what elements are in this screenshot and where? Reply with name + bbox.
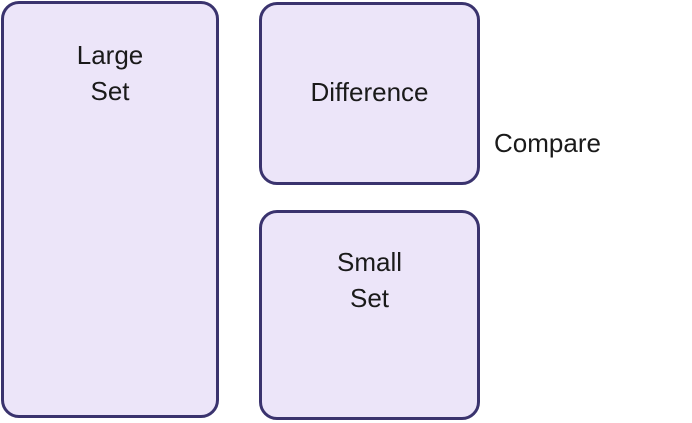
node-small-set-label: Small Set [336, 247, 402, 313]
node-small-set: Small Set [259, 210, 480, 420]
node-difference-label: Difference [310, 77, 429, 107]
node-large-set: Large Set [1, 1, 219, 418]
node-difference: Difference [259, 2, 480, 185]
compare-edge-label: Compare [494, 128, 601, 158]
node-large-set-label: Large Set [76, 40, 144, 106]
